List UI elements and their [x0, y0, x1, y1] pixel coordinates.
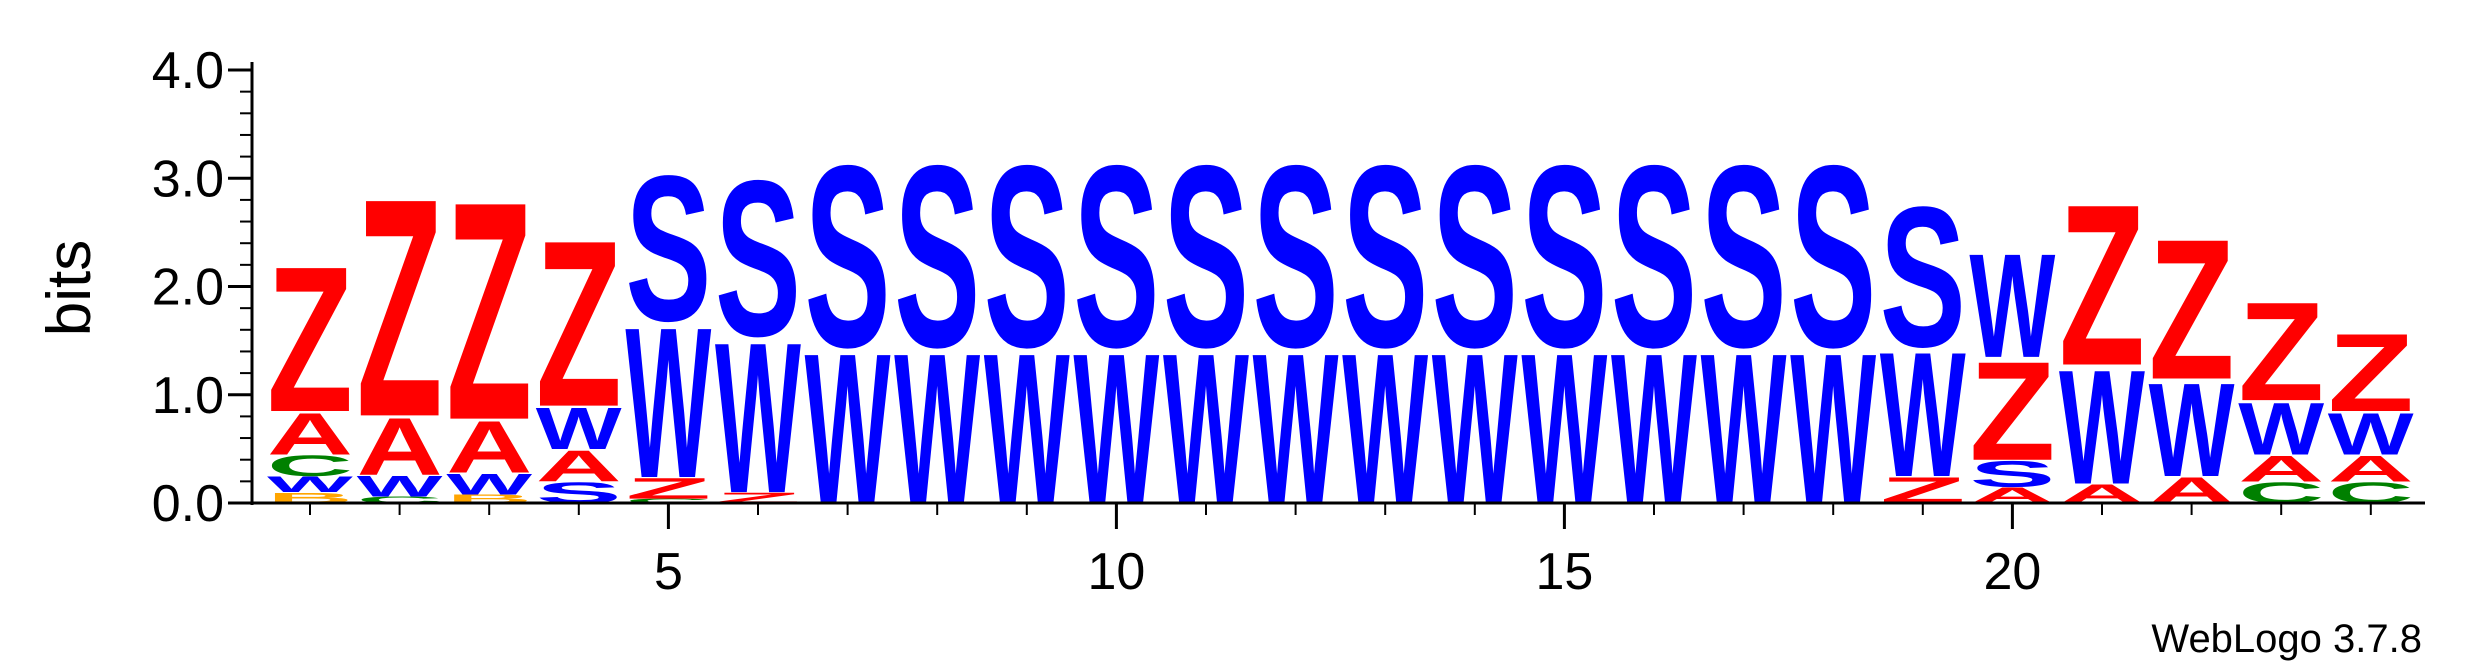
glyph-w-pos-24: W [2328, 401, 2414, 467]
x-tick-label: 20 [1983, 543, 2041, 601]
y-axis-title: bits [35, 240, 104, 336]
glyph-z-pos-23: Z [2238, 273, 2324, 430]
glyph-w-pos-3: W [446, 468, 532, 501]
weblogo-credit: WebLogo 3.7.8 [2151, 617, 2422, 661]
glyph-z-pos-20: Z [1969, 333, 2055, 490]
glyph-w-pos-19: W [1880, 315, 1966, 514]
glyph-s-pos-8: S [894, 113, 980, 402]
glyph-a-pos-3: A [446, 406, 532, 489]
glyph-c-pos-5: C [625, 498, 711, 505]
glyph-s-pos-18: S [1790, 113, 1876, 402]
glyph-a-pos-1: A [267, 401, 353, 467]
glyph-s-pos-10: S [1073, 113, 1159, 402]
glyph-w-pos-22: W [2149, 357, 2235, 505]
glyph-z-pos-3: Z [446, 138, 532, 486]
glyph-w-pos-1: W [267, 472, 354, 497]
glyph-c-pos-1: C [267, 449, 353, 482]
glyph-s-pos-6: S [715, 133, 801, 383]
glyph-a-pos-23: A [2238, 448, 2324, 490]
glyph-w-pos-6: W [715, 298, 801, 538]
x-tick-label: 10 [1087, 543, 1145, 601]
y-tick-label: 1.0 [152, 367, 224, 425]
glyph-s-pos-14: S [1432, 113, 1518, 402]
y-tick-label: 2.0 [152, 259, 224, 317]
y-tick-label: 4.0 [152, 42, 224, 100]
glyph-c-pos-2: C [357, 495, 443, 505]
glyph-z-pos-4: Z [536, 192, 622, 457]
y-tick-label: 0.0 [152, 475, 224, 533]
glyph-a-pos-4: A [536, 442, 622, 491]
glyph-a-pos-24: A [2328, 448, 2414, 490]
glyph-s-pos-16: S [1611, 113, 1697, 402]
glyph-s-pos-5: S [625, 133, 711, 365]
glyph-z-pos-1: Z [267, 223, 353, 456]
glyph-z-pos-22: Z [2149, 197, 2235, 421]
glyph-w-pos-2: W [357, 470, 443, 503]
x-tick-label: 5 [654, 543, 683, 601]
glyph-stack-layer: BWCAZCWAZBWAZSAWZCZWSZWSWSWSWSWSWSWSWSWS… [267, 113, 2414, 549]
y-tick-label: 3.0 [152, 150, 224, 208]
glyph-s-pos-17: S [1701, 113, 1787, 402]
glyph-s-pos-13: S [1342, 113, 1428, 402]
glyph-w-pos-4: W [536, 396, 622, 462]
glyph-s-pos-19: S [1880, 165, 1966, 389]
glyph-w-pos-21: W [2059, 335, 2145, 518]
glyph-s-pos-20: S [1969, 454, 2055, 495]
glyph-s-pos-12: S [1253, 113, 1339, 402]
glyph-s-pos-11: S [1163, 113, 1249, 402]
glyph-z-pos-21: Z [2059, 157, 2145, 414]
glyph-w-pos-5: W [625, 283, 711, 523]
glyph-w-pos-20: W [1969, 224, 2055, 389]
glyph-z-pos-2: Z [357, 134, 443, 482]
glyph-s-pos-7: S [805, 113, 891, 402]
axis-layer: 0.0 1.0 2.0 3.0 4.0 5 10 15 20 [152, 42, 2425, 601]
x-tick-label: 15 [1535, 543, 1593, 601]
glyph-s-pos-15: S [1521, 113, 1607, 402]
glyph-z-pos-5: Z [625, 472, 711, 505]
glyph-a-pos-2: A [357, 401, 443, 492]
glyph-w-pos-23: W [2238, 387, 2325, 470]
glyph-s-pos-9: S [984, 113, 1070, 402]
glyph-z-pos-24: Z [2328, 310, 2414, 434]
